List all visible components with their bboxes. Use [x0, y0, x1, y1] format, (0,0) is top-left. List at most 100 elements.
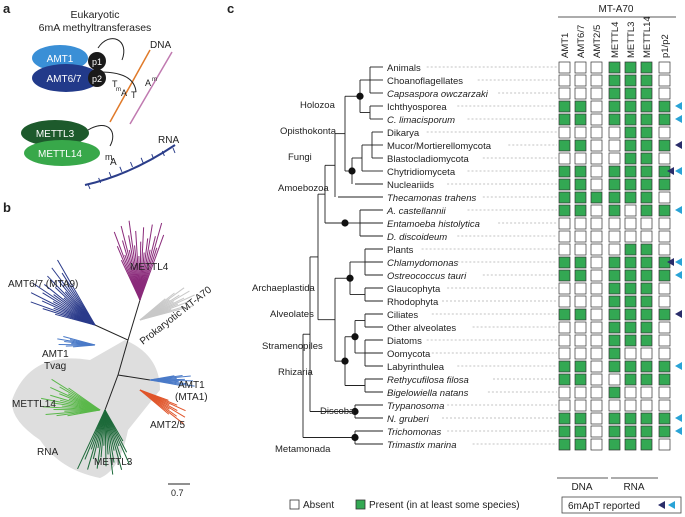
matrix-cell — [608, 74, 621, 87]
matrix-cell — [608, 438, 621, 451]
scale-label: 0.7 — [171, 488, 184, 498]
matrix-cell — [624, 373, 637, 386]
matrix-cell — [574, 438, 587, 451]
amt25-fan — [139, 389, 186, 425]
matrix-cell — [640, 230, 653, 243]
dna-strand-orange — [109, 49, 151, 123]
species-row: Blastocladiomycota — [387, 152, 671, 165]
matrix-cell — [574, 243, 587, 256]
clade-label: Holozoa — [300, 100, 336, 111]
label-amt1-mta1-2: (MTA1) — [175, 392, 208, 403]
legend-absent-swatch — [289, 499, 300, 510]
matrix-cell — [574, 165, 587, 178]
matrix-cell — [558, 87, 571, 100]
panel-a-title-1: Eukaryotic — [70, 9, 119, 21]
mettl14-blob — [24, 140, 100, 166]
matrix-cell — [558, 386, 571, 399]
species-row: Animals — [387, 61, 671, 74]
legend-navy-arrow-icon — [658, 501, 665, 509]
matrix-cell — [590, 217, 603, 230]
clade-label: Discoba — [320, 406, 355, 417]
species-row: Mucor/Mortierellomycota — [387, 139, 682, 152]
unrooted-tree — [30, 220, 195, 475]
species-row: C. limacisporum — [387, 113, 682, 126]
clade-node — [348, 167, 356, 175]
matrix-cell — [658, 412, 671, 425]
matrix-cell — [608, 87, 621, 100]
mettl3-fan-branch — [104, 409, 114, 475]
dna-methyl-2: m — [152, 77, 157, 83]
matrix-cell — [658, 373, 671, 386]
matrix-cell — [624, 334, 637, 347]
clade-node — [346, 274, 354, 282]
panel-label-c: c — [227, 1, 234, 16]
matrix-cell — [558, 334, 571, 347]
amt1-mta1-fan — [149, 375, 195, 387]
matrix-cell — [624, 139, 637, 152]
clade-label: Opisthokonta — [280, 126, 337, 137]
matrix-cell — [640, 295, 653, 308]
species-row: Rethycufilosa filosa — [387, 373, 671, 386]
matrix-cell — [658, 152, 671, 165]
cyan-arrow-icon — [675, 206, 682, 214]
matrix-cell — [658, 139, 671, 152]
legend-cyan-arrow-icon — [668, 501, 675, 509]
matrix-cell — [590, 113, 603, 126]
matrix-cell — [624, 74, 637, 87]
matrix-cell — [640, 243, 653, 256]
amt67-arrow — [99, 71, 137, 93]
column-header: METTL14 — [642, 16, 653, 58]
matrix-cell — [574, 334, 587, 347]
mettl3-fan-branch — [87, 409, 106, 470]
matrix-cell — [640, 269, 653, 282]
matrix-cell — [558, 191, 571, 204]
matrix-cell — [624, 126, 637, 139]
rna-methyl: m — [105, 152, 113, 162]
matrix-cell — [590, 386, 603, 399]
species-row: D. discoideum — [387, 230, 671, 243]
matrix-cell — [640, 191, 653, 204]
matrix-cell — [640, 126, 653, 139]
label-amt1-tvag-1: AMT1 — [42, 349, 69, 360]
matrix-cell — [590, 438, 603, 451]
cyan-arrow-icon — [675, 414, 682, 422]
legend-absent: Absent — [303, 500, 334, 511]
matrix-cell — [574, 425, 587, 438]
matrix-cell — [640, 113, 653, 126]
matrix-cell — [658, 243, 671, 256]
matrix-cell — [658, 204, 671, 217]
dna-strand-pink — [129, 51, 173, 125]
mettl3-blob — [21, 120, 89, 146]
matrix-cell — [558, 308, 571, 321]
navy-arrow-icon — [675, 141, 682, 149]
matrix-cell — [558, 295, 571, 308]
dna-methyl-1: m — [116, 87, 121, 93]
matrix-cell — [558, 373, 571, 386]
label-mettl3: METTL3 — [94, 457, 133, 468]
species-row: Plants — [387, 243, 671, 256]
cyan-arrow-icon — [675, 362, 682, 370]
matrix-cell — [608, 373, 621, 386]
navy-arrow-icon — [675, 310, 682, 318]
label-amt67-mta9: AMT6/7 (MTA9) — [8, 279, 78, 290]
dna-base-a1: A — [121, 88, 127, 98]
matrix-cell — [558, 113, 571, 126]
matrix-cell — [574, 282, 587, 295]
matrix-cell — [640, 178, 653, 191]
cyan-arrow-icon — [675, 167, 682, 175]
label-mettl14: METTL14 — [12, 399, 56, 410]
matrix-cell — [608, 61, 621, 74]
species-name: Glaucophyta — [387, 284, 441, 295]
dna-base-a2: A — [145, 78, 151, 88]
matrix-cell — [658, 399, 671, 412]
matrix-cell — [658, 74, 671, 87]
matrix-cell — [608, 425, 621, 438]
label-mettl4: METTL4 — [130, 262, 169, 273]
matrix-cell — [640, 74, 653, 87]
matrix-cell — [640, 100, 653, 113]
legend-reported-box — [561, 496, 682, 514]
matrix-cell — [608, 191, 621, 204]
matrix-cell — [658, 360, 671, 373]
species-name: Entamoeba histolytica — [387, 219, 480, 230]
